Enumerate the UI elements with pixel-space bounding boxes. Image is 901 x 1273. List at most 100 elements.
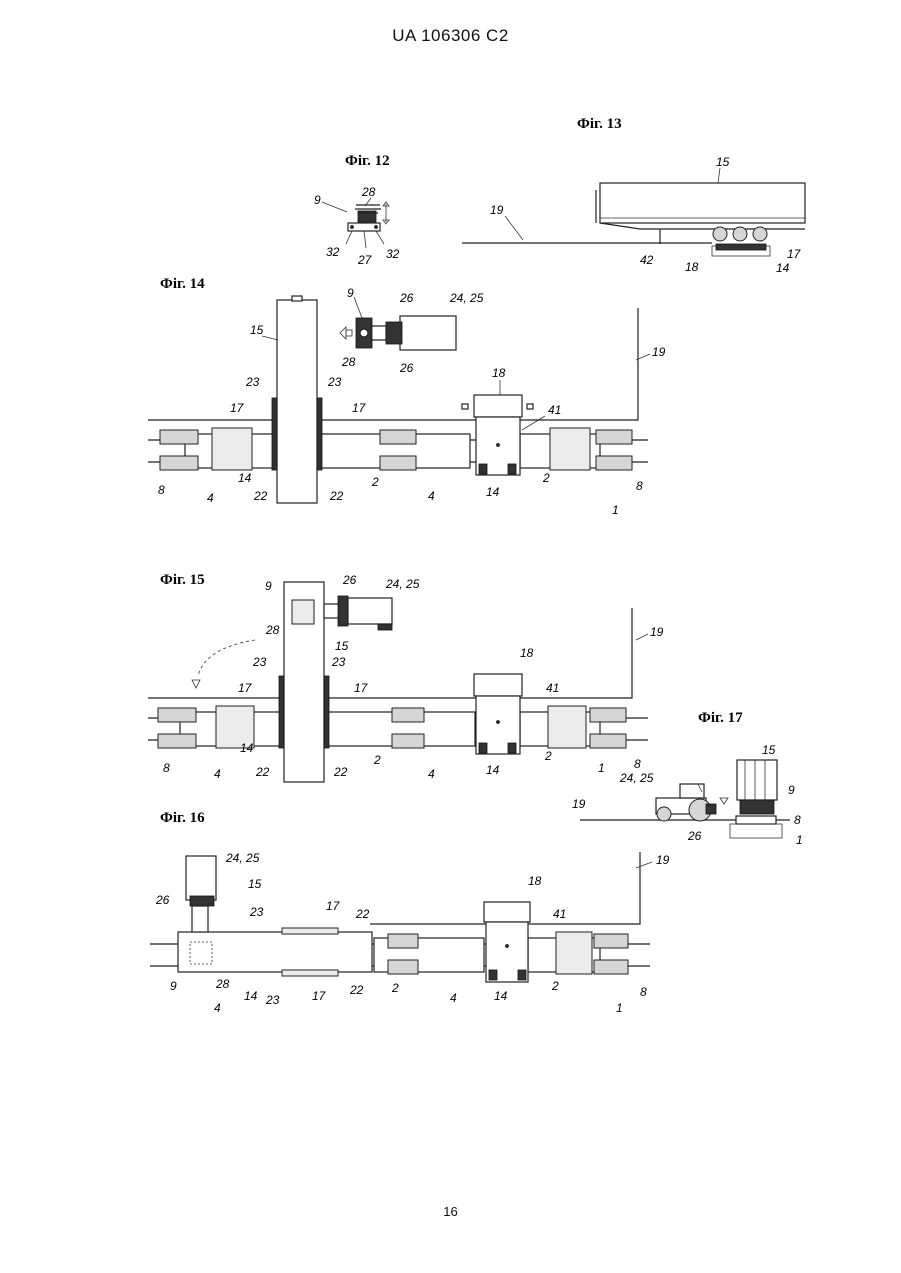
fig15-label-9: 9: [265, 579, 272, 593]
fig14-label-4b: 4: [428, 489, 435, 503]
figure-15: Фіг. 15 9 26 24, 25: [148, 572, 664, 782]
fig13-title: Фіг. 13: [577, 116, 622, 132]
fig15-label-1: 1: [598, 761, 605, 775]
fig15-label-22b: 22: [333, 765, 348, 779]
fig17-label-1: 1: [796, 833, 803, 847]
fig16-label-1: 1: [616, 1001, 623, 1015]
fig16-label-26: 26: [155, 893, 170, 907]
fig14-label-4a: 4: [207, 491, 214, 505]
fig12-label-32a: 32: [326, 245, 340, 259]
fig14-label-1: 1: [612, 503, 619, 517]
fig14-label-8b: 8: [636, 479, 643, 493]
fig15-label-24-25: 24, 25: [385, 577, 420, 591]
fig17-label-8: 8: [794, 813, 801, 827]
fig14-label-14a: 14: [238, 471, 252, 485]
fig14-label-18: 18: [492, 366, 506, 380]
fig15-label-18: 18: [520, 646, 534, 660]
fig16-label-23b: 23: [265, 993, 280, 1007]
fig15-label-26: 26: [342, 573, 357, 587]
fig16-label-2b: 2: [551, 979, 559, 993]
fig16-label-22a: 22: [355, 907, 370, 921]
fig12-label-27: 27: [357, 253, 373, 267]
fig13-label-15: 15: [716, 155, 730, 169]
fig14-label-22b: 22: [329, 489, 344, 503]
page-number: 16: [0, 1204, 901, 1219]
fig16-label-14b: 14: [494, 989, 508, 1003]
fig14-label-17b: 17: [352, 401, 367, 415]
fig14-label-2b: 2: [542, 471, 550, 485]
fig14-label-23a: 23: [245, 375, 260, 389]
fig14-label-17a: 17: [230, 401, 245, 415]
fig15-label-22a: 22: [255, 765, 270, 779]
fig14-title: Фіг. 14: [160, 276, 205, 292]
fig17-label-26: 26: [687, 829, 702, 843]
fig15-label-14a: 14: [240, 741, 254, 755]
fig12-label-32b: 32: [386, 247, 400, 261]
fig14-semitrailer: [277, 300, 317, 503]
fig16-label-41: 41: [553, 907, 566, 921]
figure-13: Фіг. 13 15 19 42 18 17 14: [462, 116, 805, 275]
fig14-label-15: 15: [250, 323, 264, 337]
fig16-label-23a: 23: [249, 905, 264, 919]
fig14-label-41: 41: [548, 403, 561, 417]
figure-17: Фіг. 17 15 24, 25 9 19 8 26 1: [572, 710, 803, 847]
fig15-label-23b: 23: [331, 655, 346, 669]
fig14-label-22a: 22: [253, 489, 268, 503]
fig16-label-4a: 4: [214, 1001, 221, 1015]
fig15-label-41: 41: [546, 681, 559, 695]
fig15-label-23a: 23: [252, 655, 267, 669]
fig17-label-9: 9: [788, 783, 795, 797]
fig16-label-15: 15: [248, 877, 262, 891]
fig15-label-2a: 2: [373, 753, 381, 767]
figure-14: Фіг. 14: [148, 276, 666, 517]
fig15-label-8b: 8: [634, 757, 641, 771]
fig16-label-14a: 14: [244, 989, 258, 1003]
fig16-label-28: 28: [215, 977, 230, 991]
fig14-label-28: 28: [341, 355, 356, 369]
fig15-tractor: [324, 596, 392, 630]
fig14-label-26a: 26: [399, 291, 414, 305]
fig14-label-26b: 26: [399, 361, 414, 375]
fig16-label-4b: 4: [450, 991, 457, 1005]
fig16-label-17b: 17: [312, 989, 327, 1003]
fig13-label-18: 18: [685, 260, 699, 274]
fig13-semitrailer: [596, 183, 805, 256]
fig13-label-17: 17: [787, 247, 802, 261]
fig12-label-28: 28: [361, 185, 376, 199]
fig17-semitrailer: [720, 760, 782, 838]
fig16-label-9: 9: [170, 979, 177, 993]
fig16-label-22b: 22: [349, 983, 364, 997]
fig16-semitrailer: [178, 932, 372, 972]
fig15-label-19: 19: [650, 625, 664, 639]
fig12-lifting-device: [322, 198, 389, 248]
fig15-label-8a: 8: [163, 761, 170, 775]
fig17-label-19: 19: [572, 797, 586, 811]
fig12-title: Фіг. 12: [345, 153, 390, 169]
fig17-tractor: [656, 784, 716, 821]
fig16-title: Фіг. 16: [160, 810, 205, 826]
fig16-label-19: 19: [656, 853, 670, 867]
fig14-label-19: 19: [652, 345, 666, 359]
figure-16: Фіг. 16 24, 25 26 15 18 19 23: [150, 810, 670, 1015]
fig14-label-14b: 14: [486, 485, 500, 499]
fig15-title: Фіг. 15: [160, 572, 205, 588]
fig14-label-8a: 8: [158, 483, 165, 497]
figure-12: Фіг. 12 9 28 32 32 27: [314, 153, 400, 267]
fig15-label-2b: 2: [544, 749, 552, 763]
fig16-label-24-25: 24, 25: [225, 851, 260, 865]
fig17-label-24-25: 24, 25: [619, 771, 654, 785]
fig13-label-42: 42: [640, 253, 654, 267]
fig17-title: Фіг. 17: [698, 710, 743, 726]
fig15-label-4a: 4: [214, 767, 221, 781]
fig14-label-23b: 23: [327, 375, 342, 389]
fig13-label-14: 14: [776, 261, 790, 275]
fig16-label-2a: 2: [391, 981, 399, 995]
fig12-label-9: 9: [314, 193, 321, 207]
fig16-tractor: [186, 856, 216, 932]
fig17-label-15: 15: [762, 743, 776, 757]
fig15-label-17a: 17: [238, 681, 253, 695]
fig14-tractor: [356, 316, 456, 350]
fig15-label-28: 28: [265, 623, 280, 637]
fig15-label-17b: 17: [354, 681, 369, 695]
